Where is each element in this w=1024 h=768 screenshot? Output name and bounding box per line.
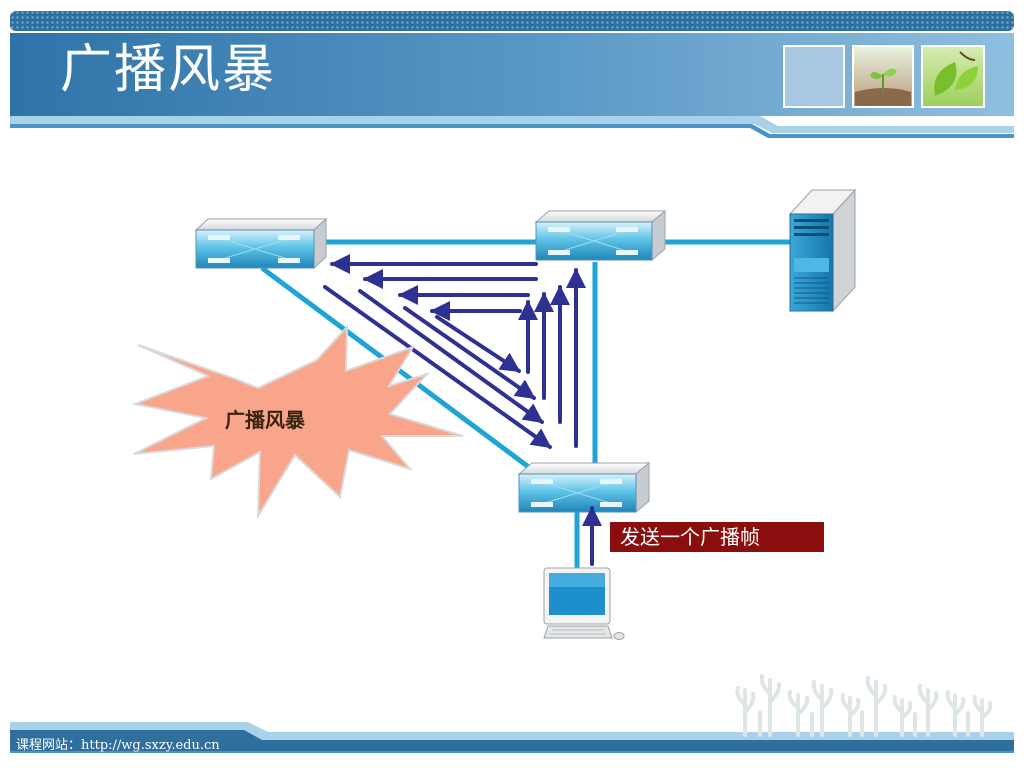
server-icon — [788, 188, 857, 313]
footer-website[interactable]: 课程网站：http://wg.sxzy.edu.cn — [16, 738, 220, 753]
arrow-diag-4 — [435, 315, 521, 373]
arrow-diag-1 — [323, 285, 552, 449]
blank-thumbnail — [783, 45, 845, 108]
arrow-diag-2 — [358, 289, 544, 424]
footer-band — [10, 722, 1014, 753]
switch-c — [517, 461, 651, 514]
plant-decoration — [735, 674, 993, 737]
switch-b — [534, 209, 667, 262]
header-thumbnails — [783, 45, 985, 108]
header-band — [10, 11, 1014, 138]
burst-label: 广播风暴 — [225, 408, 305, 432]
leaf-thumbnail — [921, 45, 985, 108]
pc-icon — [543, 567, 625, 640]
sprout-thumbnail — [852, 45, 914, 108]
broadcast-arrows — [323, 254, 602, 566]
switch-a — [194, 217, 328, 270]
broadcast-storm-burst — [131, 324, 464, 520]
arrow-diag-3 — [403, 306, 536, 400]
page-title: 广播风暴 — [60, 40, 277, 100]
send-broadcast-label: 发送一个广播帧 — [610, 522, 824, 552]
